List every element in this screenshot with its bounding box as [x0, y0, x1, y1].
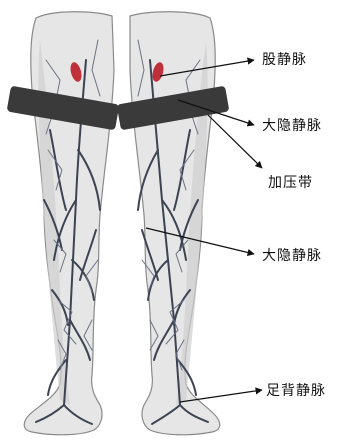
left-leg — [24, 12, 114, 435]
great-saphenous-lower-label: 大隐静脉 — [262, 245, 322, 265]
tourniquet-leader — [208, 115, 262, 168]
dorsal-foot-vein-label: 足背静脉 — [266, 380, 326, 400]
tourniquet-label: 加压带 — [268, 172, 313, 192]
femoral-vein-label: 股静脉 — [262, 49, 307, 69]
great-saphenous-upper-label: 大隐静脉 — [262, 115, 322, 135]
